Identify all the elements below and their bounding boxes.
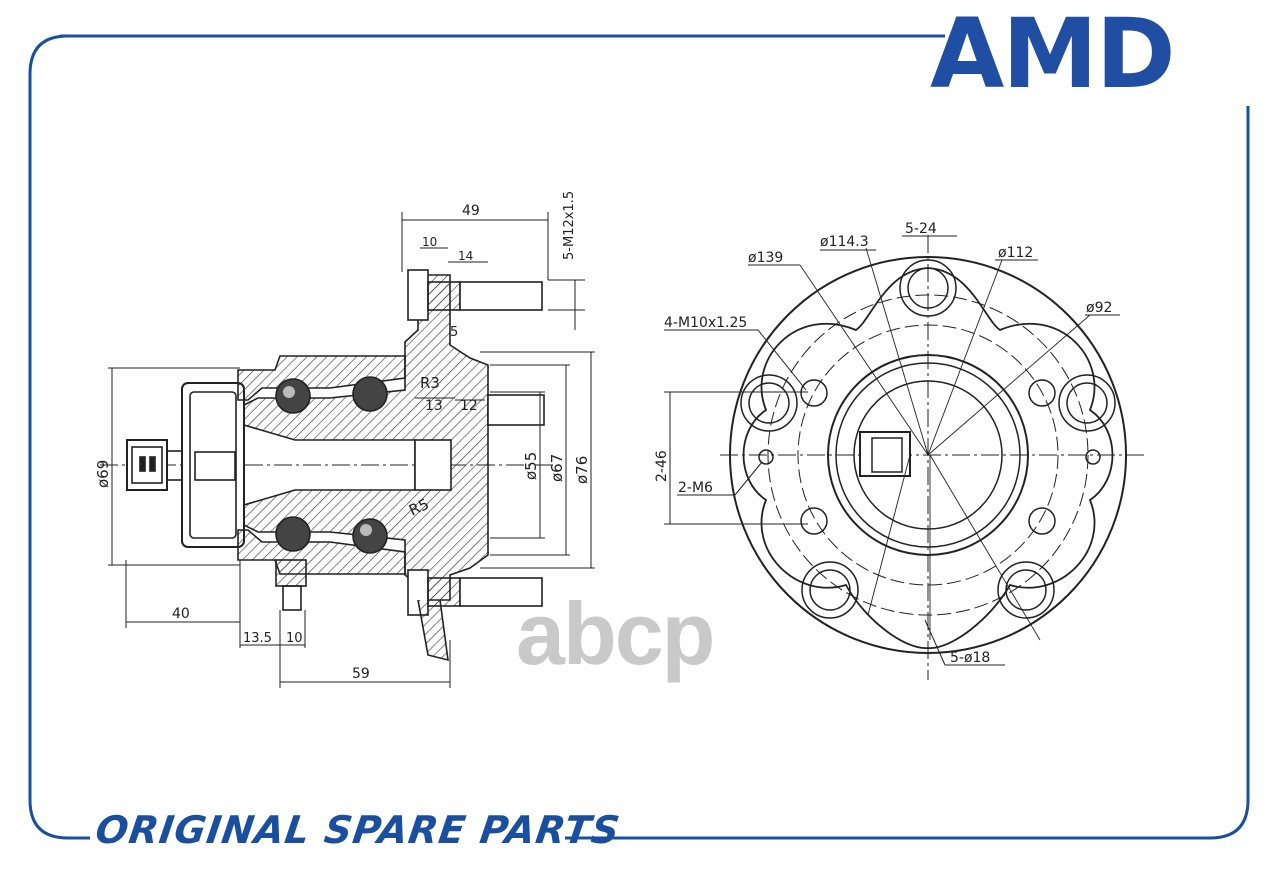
dim-phi76: ø76 [573,456,591,484]
dim-phi69: ø69 [94,460,112,488]
dim-holes-18: 5-ø18 [950,650,990,666]
hub-bore [827,354,1029,556]
wheel-stud [407,269,429,321]
dim-59: 59 [352,666,370,682]
dim-5-24: 5-24 [905,221,937,237]
sensor-cap [181,382,245,548]
dim-phi114-3: ø114.3 [820,234,869,250]
dim-phi112: ø112 [998,245,1033,261]
dim-14: 14 [458,249,473,263]
tagline: ORIGINAL SPARE PARTS [92,808,623,852]
dim-phi92: ø92 [1086,300,1112,316]
dim-49: 49 [462,203,480,219]
side-dim-labels: 49 10 14 5-M12x1.5 5 R3 13 12 R5 ø69 ø55… [94,191,591,682]
dim-5: 5 [450,325,458,340]
front-dimensions [664,235,1120,666]
dim-40: 40 [172,606,190,622]
front-dim-labels: 5-24 ø114.3 ø139 ø112 4-M10x1.25 ø92 2-4… [654,221,1112,666]
flange-star [742,267,1114,649]
dim-phi55: ø55 [522,452,540,480]
dim-12: 12 [460,398,478,414]
flange-outer [729,256,1127,654]
sensor-connector [126,439,168,491]
dim-m6: 2-M6 [678,480,713,496]
dim-2-46: 2-46 [654,450,670,482]
dim-phi139: ø139 [748,250,783,266]
dim-r3: R3 [420,374,440,392]
dim-10-top: 10 [422,235,437,249]
dim-stud-thread: 5-M12x1.5 [562,191,577,260]
abcp-watermark: abcp [516,584,715,683]
dim-13: 13 [425,398,443,414]
dim-phi67: ø67 [548,454,566,482]
side-view [100,269,560,662]
dim-10-bot: 10 [286,631,303,646]
frame-border [28,34,1250,840]
dim-m10-thread: 4-M10x1.25 [664,315,747,331]
front-view [720,235,1145,680]
dim-13-5: 13.5 [243,631,272,646]
amd-logo: AMD [930,0,1176,110]
side-dimensions [108,212,595,688]
stud-hole [899,259,957,317]
